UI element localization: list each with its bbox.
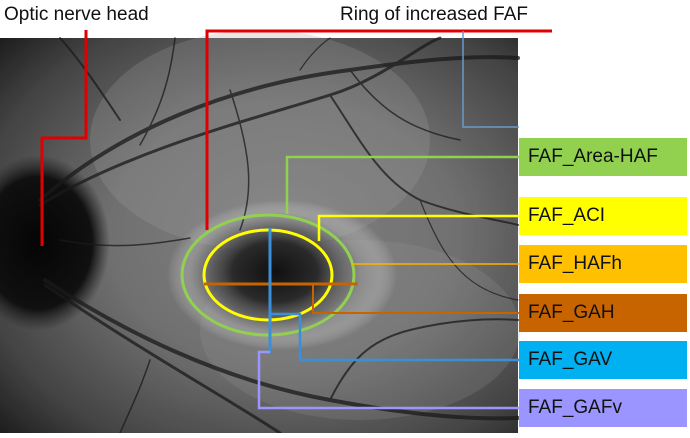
legend-area-haf-label: FAF_Area-HAF	[528, 146, 658, 167]
onh-pointer-line	[40, 30, 88, 246]
legend-gah: FAF_GAH	[519, 294, 687, 332]
gah-leader	[312, 284, 519, 314]
legend-hafh: FAF_HAFh	[519, 245, 687, 283]
legend-gah-label: FAF_GAH	[528, 302, 615, 323]
area-haf-ring	[180, 213, 356, 337]
legend-gav: FAF_GAV	[519, 341, 687, 379]
legend-area-haf: FAF_Area-HAF	[519, 138, 687, 176]
optic-nerve-head-label: Optic nerve head	[4, 4, 149, 25]
aci-leader	[317, 214, 519, 241]
corner-guide-line	[462, 31, 519, 128]
aci-ring	[202, 228, 334, 322]
legend-gav-label: FAF_GAV	[528, 349, 613, 370]
retinal-vessels	[38, 36, 520, 435]
legend-hafh-label: FAF_HAFh	[528, 253, 622, 274]
gav-leader	[270, 312, 519, 362]
area-haf-leader	[285, 155, 519, 214]
ring-pointer-line	[205, 29, 552, 230]
annotation-overlay	[180, 155, 519, 410]
pointer-lines	[40, 29, 552, 246]
legend-gafv: FAF_GAFv	[519, 389, 687, 427]
gafv-leader	[257, 350, 519, 410]
legend-gafv-label: FAF_GAFv	[528, 397, 622, 418]
legend-aci-label: FAF_ACI	[528, 205, 606, 226]
legend-aci: FAF_ACI	[519, 197, 687, 235]
ring-of-increased-faf-label: Ring of increased FAF	[340, 4, 528, 25]
